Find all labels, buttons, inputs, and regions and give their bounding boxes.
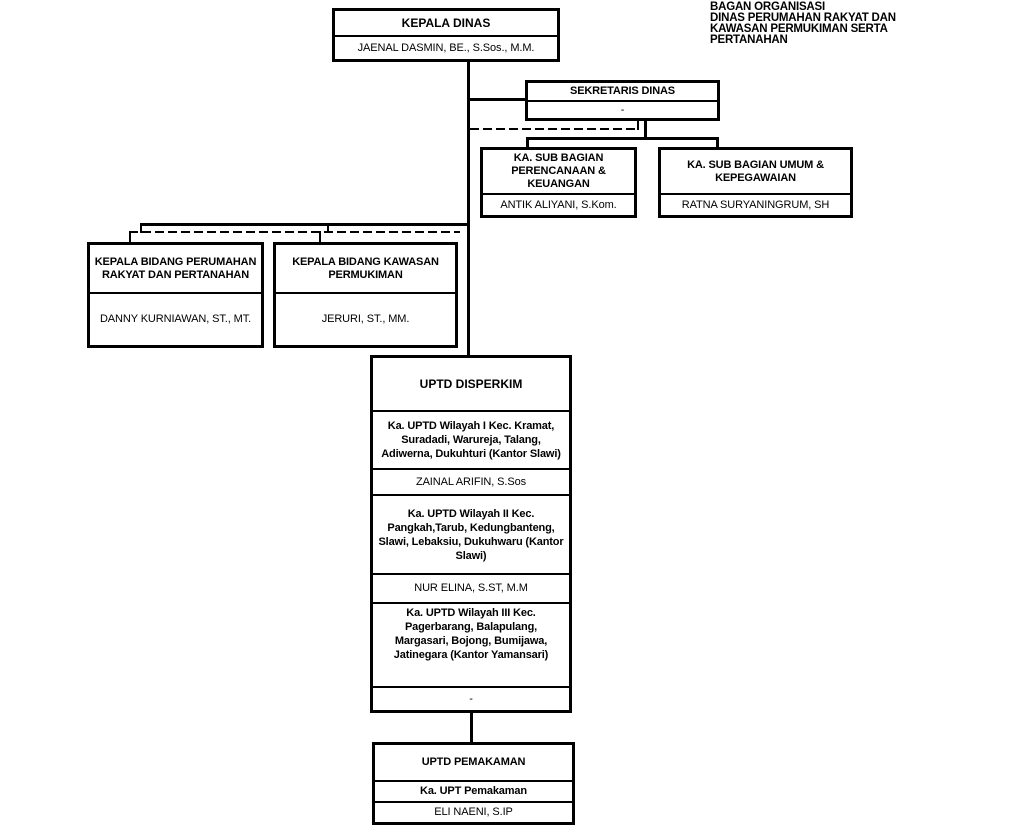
uptd-pemakaman-title: UPTD PEMAKAMAN xyxy=(421,756,526,768)
uptd-wilayah3-label: Ka. UPTD Wilayah III Kec. Pagerbarang, B… xyxy=(373,602,569,686)
box-bidang-kawasan: KEPALA BIDANG KAWASAN PERMUKIMAN JERURI,… xyxy=(273,242,458,348)
connector-sekretaris-drop xyxy=(644,119,647,139)
connector-pemakaman-vertical xyxy=(470,713,473,742)
subbagian-umum-title: KA. SUB BAGIAN UMUM & KEPEGAWAIAN xyxy=(687,158,824,184)
bidang-perumahan-name: DANNY KURNIAWAN, ST., MT. xyxy=(90,292,261,345)
box-kepala-dinas: KEPALA DINAS JAENAL DASMIN, BE., S.Sos.,… xyxy=(332,8,560,62)
chart-title-line-3: KAWASAN PERMUKIMAN SERTA xyxy=(710,23,888,35)
kepala-dinas-title: KEPALA DINAS xyxy=(401,16,491,30)
connector-bidang2-stub-b xyxy=(319,231,321,243)
kepala-dinas-name: JAENAL DASMIN, BE., S.Sos., M.M. xyxy=(335,35,557,59)
box-sekretaris-dinas: SEKRETARIS DINAS - xyxy=(525,80,720,121)
connector-subbagian-left-drop xyxy=(526,137,529,148)
bidang-perumahan-title: KEPALA BIDANG PERUMAHAN RAKYAT DAN PERTA… xyxy=(94,255,257,281)
sekretaris-name: - xyxy=(528,100,717,118)
connector-bidang2-stub-a xyxy=(327,223,329,233)
connector-bidang-dashed xyxy=(129,231,460,233)
connector-bidang-horizontal xyxy=(140,223,470,226)
connector-subbagian-horizontal xyxy=(526,137,719,140)
subbagian-perencanaan-title: KA. SUB BAGIAN PERENCANAAN & KEUANGAN xyxy=(511,152,606,190)
uptd-wilayah1-name: ZAINAL ARIFIN, S.Sos xyxy=(373,468,569,494)
connector-sekretaris-horizontal xyxy=(467,98,527,101)
box-uptd-disperkim: UPTD DISPERKIM Ka. UPTD Wilayah I Kec. K… xyxy=(370,355,572,713)
bidang-kawasan-title: KEPALA BIDANG KAWASAN PERMUKIMAN xyxy=(292,255,439,281)
connector-sekretaris-dashed xyxy=(470,128,638,130)
chart-title-line-4: PERTANAHAN xyxy=(710,34,788,46)
connector-dash-step xyxy=(637,120,639,130)
subbagian-umum-name: RATNA SURYANINGRUM, SH xyxy=(661,193,850,215)
connector-main-vertical xyxy=(467,62,470,355)
uptd-pemakaman-subtitle: Ka. UPT Pemakaman xyxy=(375,780,572,801)
uptd-wilayah1-label: Ka. UPTD Wilayah I Kec. Kramat, Suradadi… xyxy=(373,410,569,468)
box-bidang-perumahan: KEPALA BIDANG PERUMAHAN RAKYAT DAN PERTA… xyxy=(87,242,264,348)
uptd-wilayah2-label: Ka. UPTD Wilayah II Kec. Pangkah,Tarub, … xyxy=(373,494,569,573)
sekretaris-title: SEKRETARIS DINAS xyxy=(570,85,675,97)
chart-title: BAGAN ORGANISASI DINAS PERUMAHAN RAKYAT … xyxy=(710,1,920,46)
box-subbagian-perencanaan: KA. SUB BAGIAN PERENCANAAN & KEUANGAN AN… xyxy=(480,147,637,218)
chart-title-line-2: DINAS PERUMAHAN RAKYAT DAN xyxy=(710,12,896,24)
uptd-pemakaman-name: ELI NAENI, S.IP xyxy=(375,801,572,822)
uptd-wilayah3-name: - xyxy=(373,686,569,710)
chart-title-line-1: BAGAN ORGANISASI xyxy=(710,1,826,13)
uptd-wilayah2-name: NUR ELINA, S.ST, M.M xyxy=(373,573,569,602)
box-uptd-pemakaman: UPTD PEMAKAMAN Ka. UPT Pemakaman ELI NAE… xyxy=(372,742,575,825)
uptd-disperkim-title: UPTD DISPERKIM xyxy=(419,377,523,391)
connector-subbagian-right-drop xyxy=(716,137,719,148)
connector-bidang1-stub-b xyxy=(129,231,131,243)
box-subbagian-umum: KA. SUB BAGIAN UMUM & KEPEGAWAIAN RATNA … xyxy=(658,147,853,218)
subbagian-perencanaan-name: ANTIK ALIYANI, S.Kom. xyxy=(483,193,634,215)
connector-bidang1-stub-a xyxy=(140,223,142,233)
bidang-kawasan-name: JERURI, ST., MM. xyxy=(276,292,455,345)
